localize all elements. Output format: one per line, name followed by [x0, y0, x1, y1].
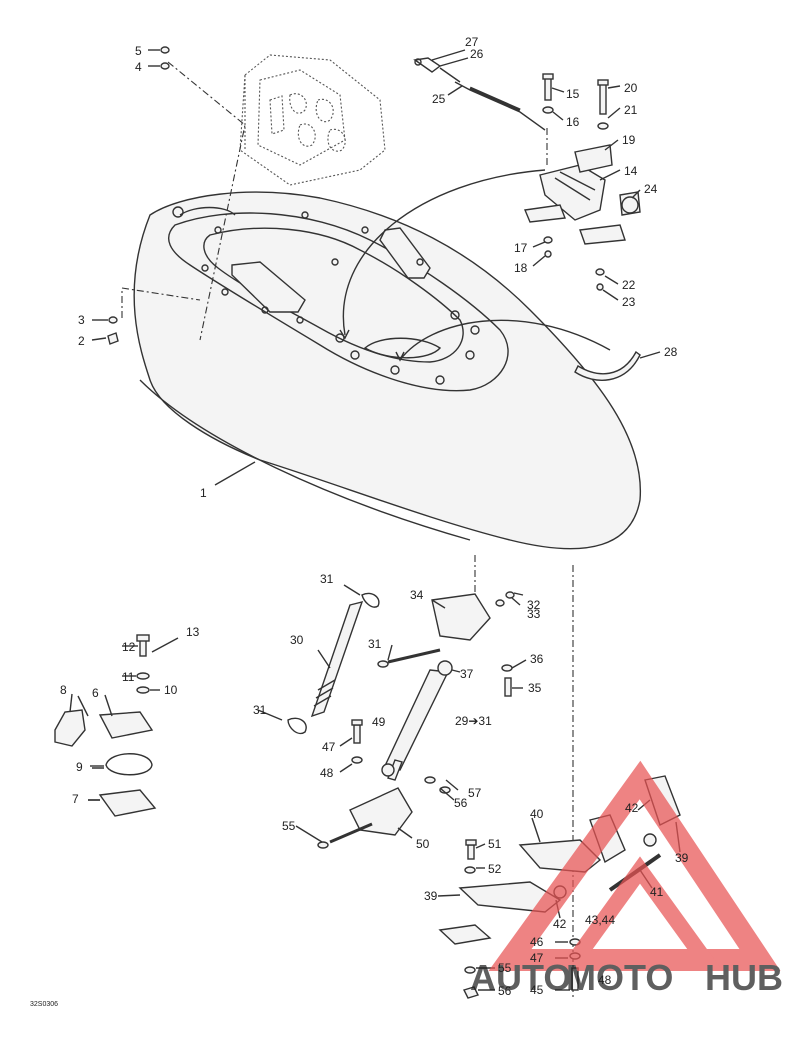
callout-33: 32 — [527, 598, 541, 612]
callout-57: 55 — [282, 819, 296, 833]
callout-4: 4 — [135, 60, 142, 74]
callout-43-44: 43,44 — [585, 913, 615, 927]
callout-34: 33 — [527, 607, 541, 621]
watermark-logo: AUTO MOTO HUB — [470, 760, 783, 998]
callout-40: 40 — [530, 807, 544, 821]
leader-engine-to-hull — [167, 61, 246, 341]
callout-53: 51 — [488, 837, 502, 851]
watermark-text-hub: HUB — [705, 957, 783, 998]
callout-42-bottom: 42 — [553, 917, 567, 931]
callout-5: 5 — [135, 44, 142, 58]
callout-17: 17 — [514, 241, 528, 255]
callout-2: 2 — [78, 334, 85, 348]
callout-49: 47 — [322, 740, 336, 754]
watermark-inner-triangle — [559, 856, 721, 968]
callout-41: 41 — [650, 885, 664, 899]
callout-27: 27 — [465, 35, 479, 49]
callout-39-right: 39 — [675, 851, 689, 865]
callout-leaders — [69, 49, 681, 991]
callout-48: 48 — [598, 973, 612, 987]
arrow-hull-to-bracket-2 — [399, 319, 611, 361]
callout-56: 56 — [498, 984, 512, 998]
callout-3: 3 — [78, 313, 85, 327]
callout-8: 8 — [60, 683, 67, 697]
leader-bolt-3 — [121, 287, 201, 318]
arrow-hull-to-bracket — [342, 169, 546, 336]
callout-37: 36 — [530, 652, 544, 666]
callout-59: 57 — [468, 786, 482, 800]
callout-9: 9 — [76, 760, 83, 774]
callout-16: 16 — [566, 115, 580, 129]
callout-20: 20 — [624, 81, 638, 95]
callout-1: 1 — [200, 486, 207, 500]
hull-body — [133, 191, 642, 550]
callout-6: 6 — [92, 686, 99, 700]
callout-30: 30 — [290, 633, 304, 647]
left-hardware — [54, 634, 157, 817]
callout-45: 45 — [530, 983, 544, 997]
callout-22: 22 — [622, 278, 636, 292]
callout-21: 21 — [624, 103, 638, 117]
callout-54: 52 — [488, 862, 502, 876]
callout-58: 56 — [454, 796, 468, 810]
callout-38: 37 — [460, 667, 474, 681]
callout-55: 55 — [498, 961, 512, 975]
callout-46: 46 — [530, 935, 544, 949]
callout-25: 25 — [432, 92, 446, 106]
callout-51: 49 — [372, 715, 386, 729]
drawing-code: 32S0306 — [30, 1001, 58, 1008]
callout-36: 35 — [528, 681, 542, 695]
callout-39-left: 39 — [424, 889, 438, 903]
callout-42-top: 42 — [625, 801, 639, 815]
callout-28: 28 — [664, 345, 678, 359]
callout-10: 10 — [164, 683, 178, 697]
callout-29: 29➔31 — [455, 714, 492, 728]
callout-35: 34 — [410, 588, 424, 602]
watermark-text-moto: MOTO — [566, 957, 673, 998]
callout-12: 12 — [122, 640, 136, 654]
callout-31-top: 31 — [320, 572, 334, 586]
callout-31-bottom: 31 — [253, 703, 267, 717]
callout-47: 47 — [530, 951, 544, 965]
callout-52: 50 — [416, 837, 430, 851]
callout-13: 13 — [186, 625, 200, 639]
watermark-text-auto: AUTO — [470, 957, 571, 998]
bracket-assembly — [107, 46, 641, 345]
callout-11: 11 — [122, 670, 135, 684]
shock-assembly — [287, 591, 515, 849]
callout-7: 7 — [72, 792, 79, 806]
callout-50: 48 — [320, 766, 334, 780]
callout-32: 31 — [368, 637, 382, 651]
callout-26: 26 — [470, 47, 484, 61]
callout-15: 15 — [566, 87, 580, 101]
callout-23: 23 — [622, 295, 636, 309]
callout-labels: 5 4 3 2 1 27 26 25 15 16 20 21 19 14 24 … — [60, 35, 689, 998]
engine-block-outline — [239, 54, 386, 186]
callout-19: 19 — [622, 133, 636, 147]
callout-18: 18 — [514, 261, 528, 275]
callout-14: 14 — [624, 164, 638, 178]
callout-24: 24 — [644, 182, 658, 196]
part-28-strip — [574, 350, 641, 381]
